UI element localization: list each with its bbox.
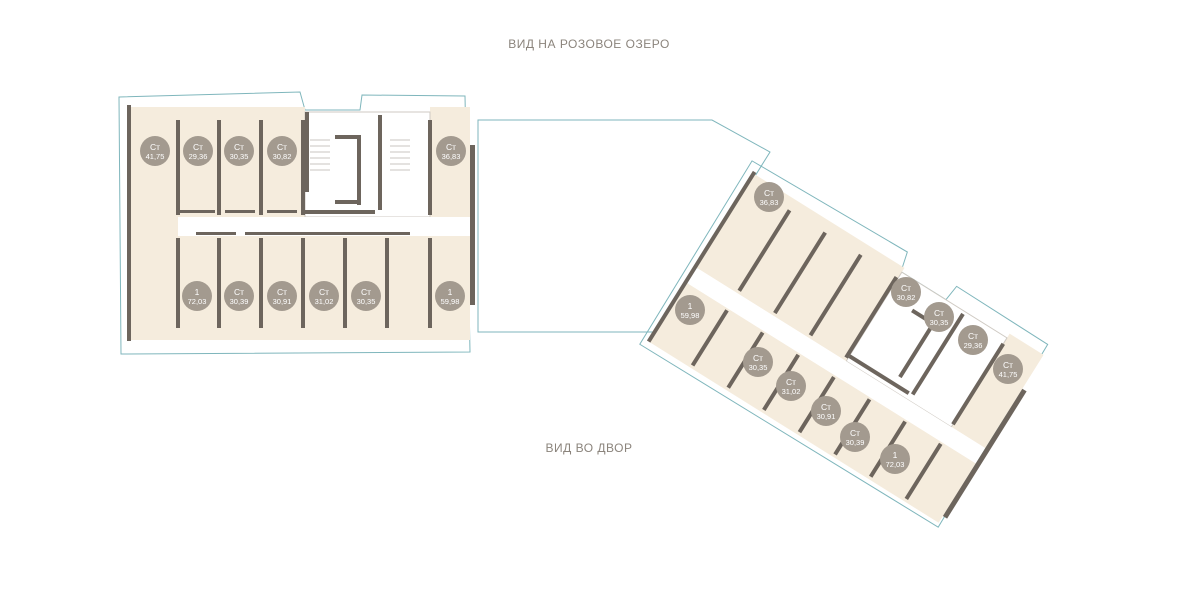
left-wing-stairs [310, 139, 410, 171]
svg-text:29,36: 29,36 [964, 341, 983, 350]
svg-text:31,02: 31,02 [315, 297, 334, 306]
svg-text:30,35: 30,35 [357, 297, 376, 306]
svg-text:30,35: 30,35 [230, 152, 249, 161]
svg-text:31,02: 31,02 [782, 387, 801, 396]
right-wing-balcony-outline [639, 160, 1049, 528]
svg-text:1: 1 [448, 287, 453, 297]
svg-text:30,82: 30,82 [273, 152, 292, 161]
right-unit-2[interactable]: 159,98 [675, 295, 705, 325]
svg-text:Ст: Ст [1003, 360, 1013, 370]
svg-text:Ст: Ст [934, 308, 944, 318]
svg-text:Ст: Ст [319, 287, 329, 297]
view-label-courtyard: ВИД ВО ДВОР [545, 441, 633, 455]
left-unit-11[interactable]: 159,98 [435, 281, 465, 311]
svg-text:41,75: 41,75 [146, 152, 165, 161]
svg-text:1: 1 [893, 450, 898, 460]
view-label-lake: ВИД НА РОЗОВОЕ ОЗЕРО [508, 37, 670, 51]
svg-text:30,82: 30,82 [897, 293, 916, 302]
svg-text:29,36: 29,36 [189, 152, 208, 161]
svg-text:72,03: 72,03 [188, 297, 207, 306]
svg-text:Ст: Ст [901, 283, 911, 293]
svg-text:30,35: 30,35 [930, 318, 949, 327]
svg-text:Ст: Ст [150, 142, 160, 152]
svg-text:36,83: 36,83 [760, 198, 779, 207]
left-wing-floor-west [128, 200, 178, 260]
svg-text:Ст: Ст [277, 287, 287, 297]
svg-text:Ст: Ст [361, 287, 371, 297]
svg-text:30,91: 30,91 [273, 297, 292, 306]
svg-text:Ст: Ст [753, 353, 763, 363]
left-wing-corridor [178, 217, 470, 236]
svg-text:36,83: 36,83 [442, 152, 461, 161]
left-unit-6[interactable]: 172,03 [182, 281, 212, 311]
svg-text:Ст: Ст [850, 428, 860, 438]
svg-text:72,03: 72,03 [886, 460, 905, 469]
left-wing-balcony-outline [118, 91, 471, 355]
left-wing-walls [127, 105, 475, 341]
svg-text:Ст: Ст [193, 142, 203, 152]
svg-text:1: 1 [688, 301, 693, 311]
left-wing-core [304, 111, 431, 218]
svg-text:30,91: 30,91 [817, 412, 836, 421]
svg-text:59,98: 59,98 [681, 311, 700, 320]
svg-text:Ст: Ст [821, 402, 831, 412]
svg-text:Ст: Ст [446, 142, 456, 152]
svg-text:1: 1 [195, 287, 200, 297]
svg-text:Ст: Ст [234, 287, 244, 297]
svg-text:Ст: Ст [786, 377, 796, 387]
svg-text:30,35: 30,35 [749, 363, 768, 372]
svg-text:30,39: 30,39 [230, 297, 249, 306]
svg-text:Ст: Ст [764, 188, 774, 198]
svg-text:41,75: 41,75 [999, 370, 1018, 379]
svg-text:59,98: 59,98 [441, 297, 460, 306]
svg-text:Ст: Ст [234, 142, 244, 152]
right-wing-corridor [685, 266, 986, 464]
svg-text:Ст: Ст [968, 331, 978, 341]
right-wing-floor-north [695, 173, 905, 362]
svg-text:Ст: Ст [277, 142, 287, 152]
svg-text:30,39: 30,39 [846, 438, 865, 447]
right-unit-11[interactable]: 172,03 [880, 444, 910, 474]
